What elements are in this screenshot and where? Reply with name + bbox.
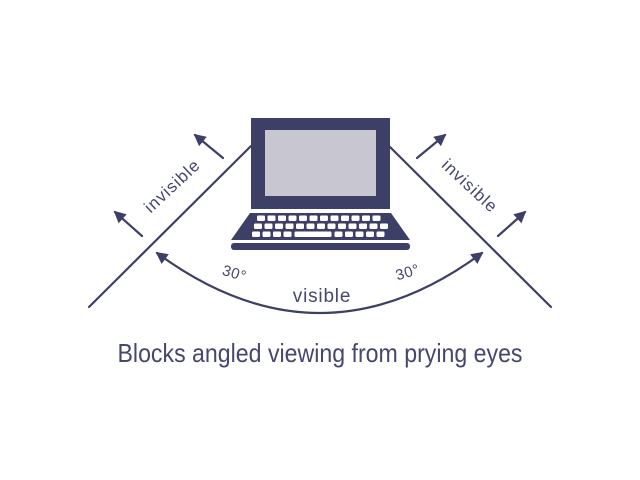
invisible-arrow-right-upper bbox=[415, 133, 447, 160]
angle-label-right: 30° bbox=[394, 261, 422, 284]
invisible-arrow-right-lower bbox=[496, 210, 527, 238]
angle-label-left: 30° bbox=[220, 262, 248, 285]
right-boundary-line bbox=[387, 144, 553, 309]
invisible-arrow-left-lower bbox=[113, 210, 144, 238]
caption: Blocks angled viewing from prying eyes bbox=[118, 338, 523, 368]
invisible-arrow-left-upper bbox=[193, 133, 225, 160]
laptop-base bbox=[231, 243, 410, 250]
laptop-spacebar-key bbox=[294, 231, 332, 237]
invisible-label-left: invisible bbox=[140, 155, 204, 216]
laptop-screen bbox=[265, 130, 376, 196]
laptop-icon bbox=[231, 118, 410, 250]
left-boundary-line bbox=[87, 144, 253, 309]
visible-range-arc bbox=[155, 251, 484, 315]
visible-label: visible bbox=[293, 286, 351, 307]
laptop-keyboard-keys bbox=[252, 215, 388, 237]
invisible-label-right: invisible bbox=[438, 155, 502, 216]
